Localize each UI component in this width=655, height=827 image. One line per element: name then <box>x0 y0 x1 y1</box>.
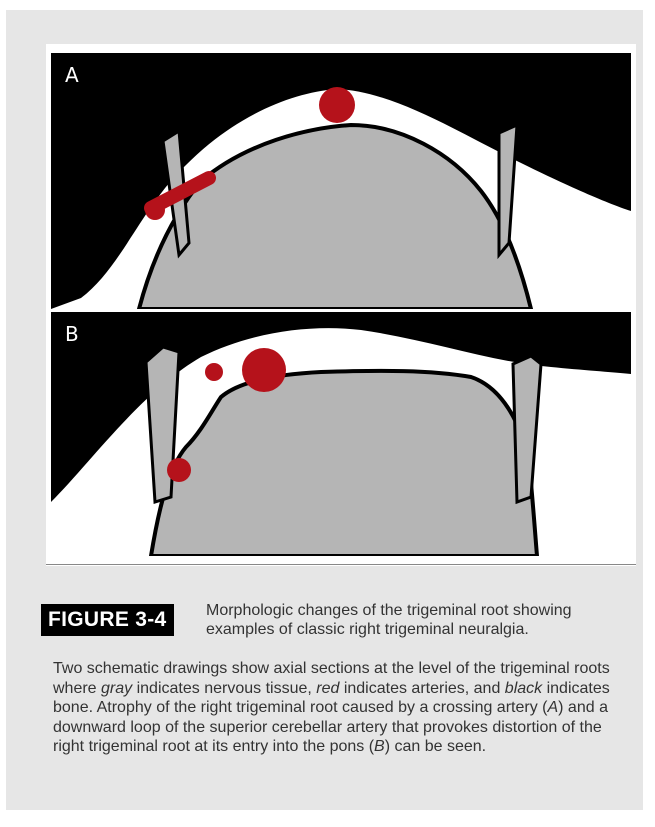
artery-loop-b <box>167 458 191 482</box>
panel-b-letter: B <box>65 322 79 346</box>
caption-segment: A <box>547 699 558 716</box>
caption-segment: red <box>316 680 339 697</box>
panel-a-letter: A <box>65 63 79 87</box>
figure-label: FIGURE 3-4 <box>41 604 174 636</box>
figure-box: A B FIGURE 3-4 Morphologic changes of th… <box>6 10 643 810</box>
panel-a-drawing <box>51 53 631 309</box>
caption-body: Two schematic drawings show axial sectio… <box>53 659 628 757</box>
baseline-rule <box>46 564 636 565</box>
caption-segment: ) can be seen. <box>385 738 486 755</box>
panel-b-drawing <box>51 312 631 556</box>
caption-segment: indicates nervous tissue, <box>132 680 316 697</box>
caption-segment: indicates arteries, and <box>339 680 504 697</box>
caption-segment: B <box>374 738 385 755</box>
artery-large-a <box>319 87 355 123</box>
caption-first-part: Morphologic changes of the trigeminal ro… <box>206 601 591 639</box>
panel-b: B <box>51 312 631 556</box>
artery-small-b <box>205 363 223 381</box>
panel-a: A <box>51 53 631 309</box>
figure-artwork: A B <box>46 44 636 566</box>
artery-large-b <box>242 348 286 392</box>
caption-segment: black <box>505 680 542 697</box>
artery-small-a <box>145 200 165 220</box>
caption-segment: gray <box>101 680 132 697</box>
